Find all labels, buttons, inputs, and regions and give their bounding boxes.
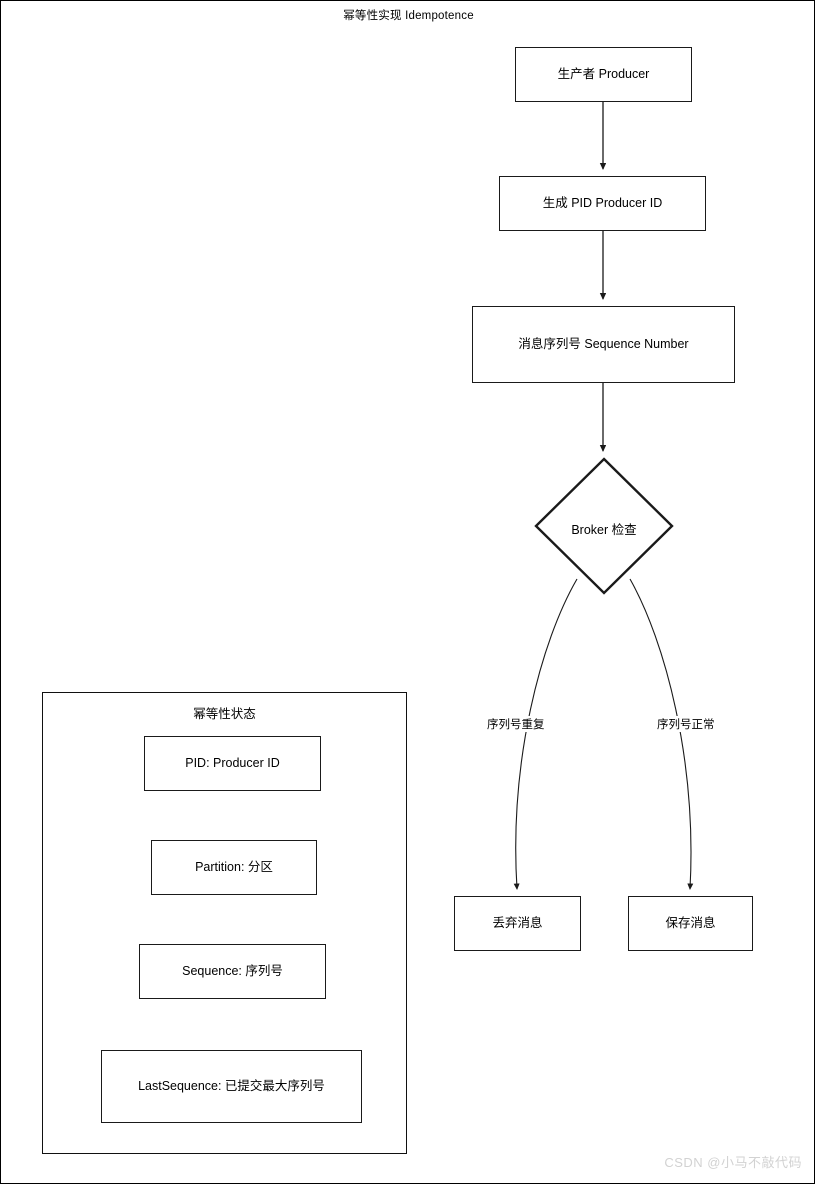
flow-node-broker-check-label: Broker 检查 — [571, 523, 637, 537]
state-field-partition-label: Partition: 分区 — [195, 860, 273, 875]
edge-broker-check-to-save — [629, 578, 694, 890]
flow-node-save-label: 保存消息 — [665, 916, 716, 931]
flow-node-sequence-number-label: 消息序列号 Sequence Number — [518, 337, 689, 352]
state-field-pid[interactable]: PID: Producer ID — [144, 736, 321, 791]
flow-node-generate-pid[interactable]: 生成 PID Producer ID — [499, 176, 706, 231]
flow-node-save[interactable]: 保存消息 — [628, 896, 753, 951]
flow-node-broker-check[interactable]: Broker 检查 — [534, 457, 674, 595]
state-field-sequence-label: Sequence: 序列号 — [182, 964, 283, 979]
flow-node-sequence-number[interactable]: 消息序列号 Sequence Number — [472, 306, 735, 383]
state-field-pid-label: PID: Producer ID — [185, 756, 280, 771]
diagram-title: 幂等性实现 Idempotence — [343, 10, 474, 22]
diamond-shape — [534, 457, 674, 595]
flow-node-generate-pid-label: 生成 PID Producer ID — [542, 196, 663, 211]
flow-node-discard[interactable]: 丢弃消息 — [454, 896, 581, 951]
edge-label-sequence-normal: 序列号正常 — [655, 716, 717, 732]
state-field-last-sequence-label: LastSequence: 已提交最大序列号 — [138, 1079, 325, 1094]
edge-broker-check-to-discard — [513, 578, 578, 890]
watermark: CSDN @小马不敲代码 — [664, 1155, 802, 1170]
edge-label-sequence-duplicate: 序列号重复 — [485, 716, 547, 732]
state-field-partition[interactable]: Partition: 分区 — [151, 840, 317, 895]
idempotence-state-panel-title: 幂等性状态 — [193, 707, 256, 721]
flow-node-discard-label: 丢弃消息 — [492, 916, 543, 931]
state-field-sequence[interactable]: Sequence: 序列号 — [139, 944, 326, 999]
state-field-last-sequence[interactable]: LastSequence: 已提交最大序列号 — [101, 1050, 362, 1123]
flow-node-producer[interactable]: 生产者 Producer — [515, 47, 692, 102]
flow-node-producer-label: 生产者 Producer — [557, 67, 650, 82]
